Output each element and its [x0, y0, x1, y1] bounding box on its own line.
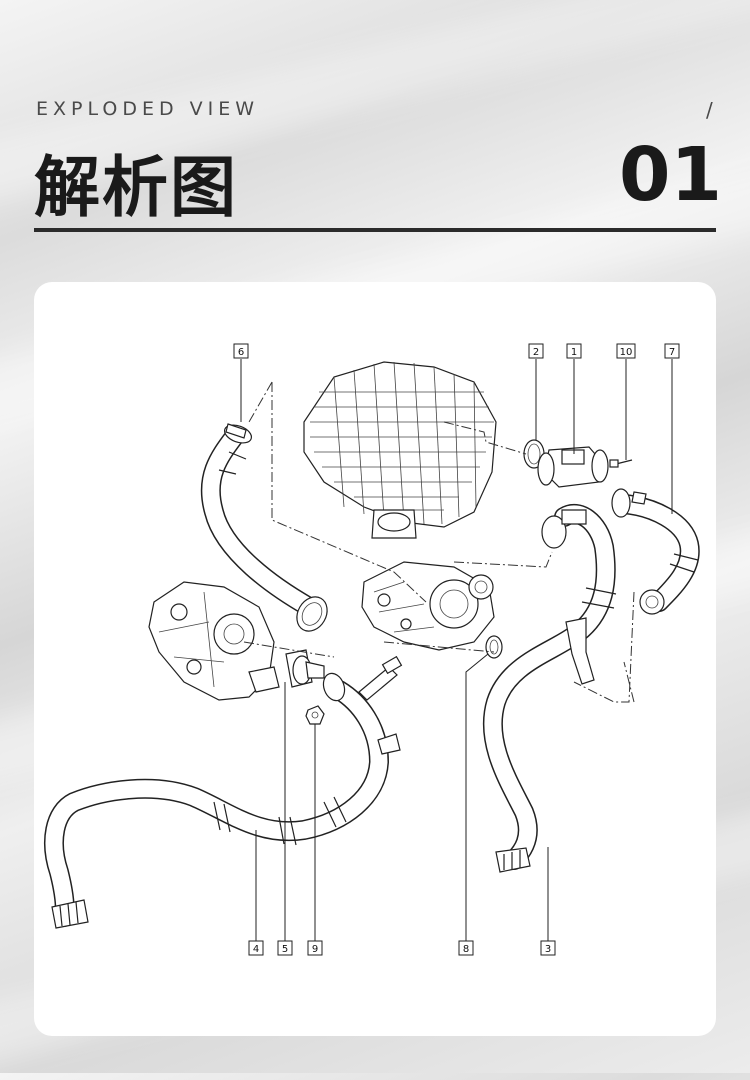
- callout-6: 6: [233, 343, 249, 359]
- callout-5: 5: [277, 940, 293, 956]
- flange-5: [285, 649, 325, 688]
- callout-10: 10: [616, 343, 636, 359]
- hose-4: [44, 672, 401, 929]
- airflow-sensor-1: [537, 446, 609, 488]
- centerlines: [243, 381, 635, 703]
- svg-text:5: 5: [282, 944, 288, 955]
- svg-text:10: 10: [620, 347, 633, 358]
- section-subtitle: EXPLODED VIEW: [36, 98, 260, 120]
- callout-9: 9: [307, 940, 323, 956]
- svg-text:8: 8: [463, 944, 469, 955]
- callout-7: 7: [664, 343, 680, 359]
- hose-3: [482, 503, 617, 873]
- callout-leaders: [240, 359, 673, 941]
- hose-6: [200, 423, 328, 632]
- callout-4: 4: [248, 940, 264, 956]
- exploded-diagram: 6 2 1 10 7 4 5 9: [44, 343, 700, 956]
- bolt-10: [609, 459, 633, 468]
- svg-text:6: 6: [238, 347, 244, 358]
- diagram-card: 6 2 1 10 7 4 5 9: [34, 282, 716, 1036]
- nut-9: [305, 705, 325, 725]
- ring-8: [485, 635, 503, 659]
- svg-text:2: 2: [533, 347, 539, 358]
- hose-7: [611, 488, 700, 615]
- svg-text:1: 1: [571, 347, 577, 358]
- section-slash: /: [706, 98, 713, 122]
- page-title: 解析图: [34, 149, 238, 226]
- svg-text:9: 9: [312, 944, 318, 955]
- callout-2: 2: [528, 343, 544, 359]
- turbocharger: [361, 561, 495, 651]
- callout-1: 1: [566, 343, 582, 359]
- header-divider: [34, 228, 716, 232]
- callout-8: 8: [458, 940, 474, 956]
- section-number: 01: [619, 132, 722, 218]
- temp-sensor: [358, 655, 403, 701]
- svg-text:4: 4: [253, 944, 259, 955]
- svg-text:7: 7: [669, 347, 675, 358]
- intake-manifold: [303, 361, 497, 539]
- callout-3: 3: [540, 940, 556, 956]
- svg-text:3: 3: [545, 944, 551, 955]
- engine-block-left: [148, 581, 280, 701]
